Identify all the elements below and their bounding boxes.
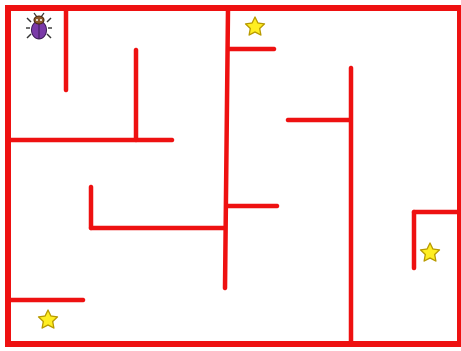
beetle-icon[interactable] — [26, 13, 52, 39]
star-icon[interactable] — [421, 243, 440, 261]
star-icon[interactable] — [39, 310, 58, 328]
star-icon[interactable] — [246, 17, 265, 35]
maze-outer-wall — [8, 8, 460, 344]
